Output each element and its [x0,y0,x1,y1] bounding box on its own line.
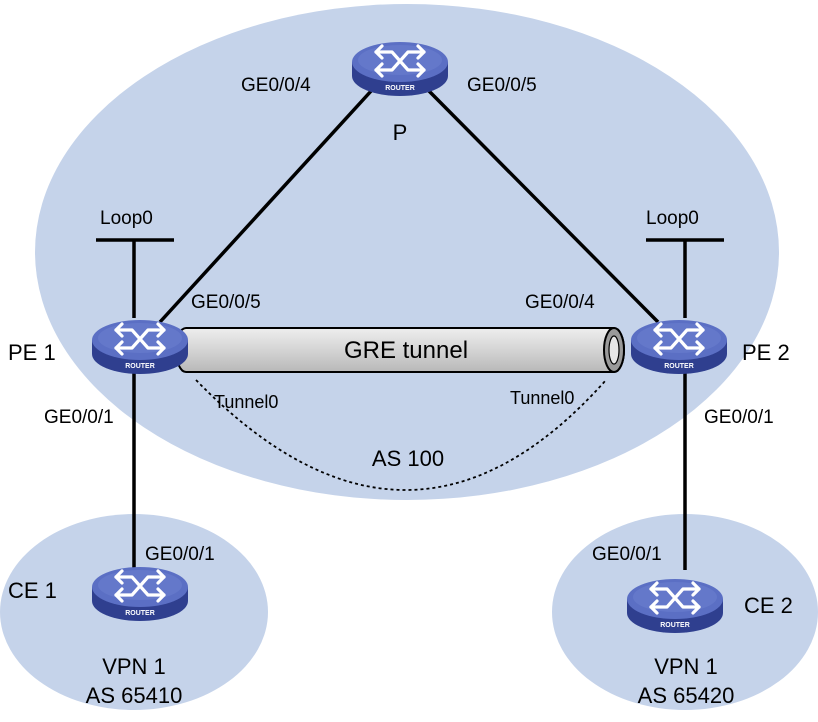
site1-vpn-label: VPN 1 [102,654,166,679]
site1-as-label: AS 65410 [86,683,183,708]
router-ce2[interactable]: ROUTER [625,577,725,635]
site2-as-label: AS 65420 [638,683,735,708]
port-label-pe2-down: GE0/0/1 [704,407,774,428]
loopback-pe2 [646,238,724,318]
router-pe2[interactable]: ROUTER [629,318,729,376]
link-p-pe2 [426,88,660,324]
port-label-pe1-up: GE0/0/5 [191,292,261,313]
router-name-pe2: PE 2 [742,340,790,365]
backbone-as-label: AS 100 [372,446,444,471]
port-label-p-right: GE0/0/5 [467,75,537,96]
gre-tunnel-label: GRE tunnel [344,337,468,364]
port-label-pe1-down: GE0/0/1 [44,407,114,428]
port-label-p-left: GE0/0/4 [241,75,311,96]
router-name-ce1: CE 1 [8,578,57,603]
loopback-pe1 [96,238,174,318]
tunnel-end-label-pe1: Tunnel0 [214,392,278,412]
router-name-pe1: PE 1 [8,340,56,365]
router-pe1[interactable]: ROUTER [90,318,190,376]
router-badge: ROUTER [385,85,415,92]
router-name-p: P [393,120,408,145]
site2-vpn-label: VPN 1 [654,654,718,679]
port-label-ce2-up: GE0/0/1 [592,544,662,565]
loopback-label-pe2: Loop0 [646,208,699,229]
router-badge: ROUTER [664,363,694,370]
router-badge: ROUTER [125,363,155,370]
router-badge: ROUTER [660,622,690,629]
router-ce1[interactable]: ROUTER [90,565,190,623]
router-name-ce2: CE 2 [744,593,793,618]
tunnel-end-label-pe2: Tunnel0 [510,388,574,408]
router-badge: ROUTER [125,610,155,617]
tunnel-logical-path [195,379,607,491]
link-pe1-p [158,88,374,324]
backbone-zone [35,4,779,500]
loopback-label-pe1: Loop0 [100,208,153,229]
port-label-ce1-up: GE0/0/1 [145,544,215,565]
port-label-pe2-up: GE0/0/4 [525,292,595,313]
router-p[interactable]: ROUTER [350,40,450,98]
